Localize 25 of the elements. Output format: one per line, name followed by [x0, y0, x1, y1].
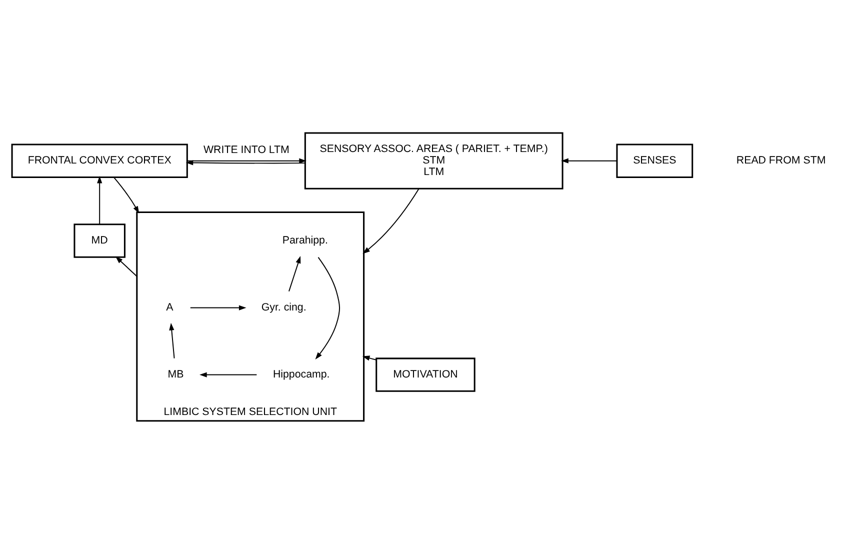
- arrow: [190, 304, 246, 310]
- arrow: [186, 160, 306, 165]
- arrow: [169, 322, 175, 358]
- arrow: [362, 355, 377, 360]
- node-text: Hippocamp.: [272, 368, 330, 380]
- arrow: [362, 188, 420, 254]
- node-text: Parahipp.: [282, 234, 328, 246]
- arrow: [97, 175, 102, 224]
- node-box: SENSORY ASSOC. AREAS ( PARIET. + TEMP.) STM LTM: [304, 132, 564, 189]
- arrow: [186, 158, 306, 163]
- node-box: FRONTAL CONVEX CORTEX: [11, 143, 188, 178]
- arrow: [561, 158, 618, 163]
- node-box: MOTIVATION: [376, 357, 476, 392]
- arrow: [113, 176, 140, 214]
- node-text: MB: [168, 368, 184, 380]
- node-text: A: [166, 301, 174, 314]
- node-box: SENSES: [616, 143, 694, 178]
- node-text: Gyr. cing.: [261, 301, 306, 314]
- arrow: [115, 256, 138, 276]
- node-box: MD: [74, 223, 126, 258]
- arrow: [200, 372, 258, 377]
- arrow: [315, 256, 340, 360]
- edge-label: WRITE INTO LTM: [204, 143, 290, 156]
- label: READ FROM STM: [736, 154, 826, 166]
- arrow: [288, 255, 301, 292]
